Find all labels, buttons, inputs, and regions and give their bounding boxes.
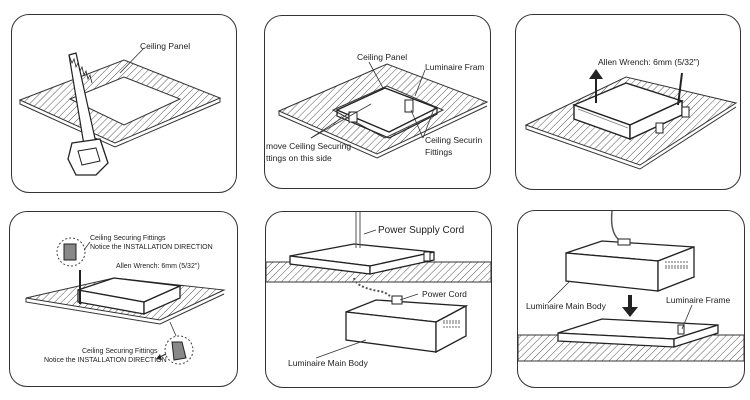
power-cord-label: Power Cord <box>422 289 467 299</box>
step-3-panel: Allen Wrench: 6mm (5/32") <box>515 14 741 190</box>
power-cord-icon <box>610 211 619 240</box>
direction-arrow-icon <box>156 354 162 360</box>
luminaire-frame-box <box>289 243 435 275</box>
securing-fittings-label-line1: Ceiling Securin <box>425 135 483 145</box>
ceiling-panel-label: Ceiling Panel <box>357 52 408 62</box>
bottom-fittings-label-line2: Notice the INSTALLATION DIRECTION <box>44 357 167 364</box>
ceiling-panel-label: Ceiling Panel <box>140 41 191 51</box>
luminaire-main-body-icon <box>565 238 695 292</box>
step-3-illustration <box>524 69 738 170</box>
step-1-illustration <box>18 47 222 176</box>
fitting-detail-circle <box>56 237 86 267</box>
step-4-panel: Ceiling Securing Fittings Notice the INS… <box>9 211 238 387</box>
allen-wrench-label: Allen Wrench: 6mm (5/32") <box>598 57 700 67</box>
securing-fitting-icon <box>677 324 685 335</box>
fitting-detail-circle <box>164 335 194 365</box>
securing-fitting-icon <box>404 99 414 113</box>
fitting-detail-icon <box>171 341 187 361</box>
step-5-illustration <box>266 212 491 359</box>
top-fittings-label-line2: Notice the INSTALLATION DIRECTION <box>90 244 213 251</box>
luminaire-frame-outline <box>335 87 439 139</box>
allen-wrench-icon <box>677 72 683 106</box>
luminaire-frame-box <box>77 277 183 316</box>
step-6-illustration <box>518 211 744 362</box>
power-supply-cord-label: Power Supply Cord <box>378 225 465 236</box>
luminaire-frame-box <box>572 82 684 141</box>
step-2-illustration <box>277 61 489 159</box>
securing-fitting-icon <box>655 122 664 134</box>
luminaire-frame-label: Luminaire Frame <box>666 295 731 305</box>
securing-fitting-icon <box>423 251 431 262</box>
step-1-panel: Ceiling Panel <box>11 14 237 193</box>
fitting-detail-icon <box>63 243 77 261</box>
step-4-illustration <box>25 237 226 365</box>
luminaire-frame-label: Luminaire Fram <box>425 62 485 72</box>
luminaire-main-body-label: Luminaire Main Body <box>526 301 606 311</box>
allen-wrench-label: Allen Wrench: 6mm (5/32") <box>116 263 200 270</box>
step-6-panel: Luminaire Main Body Luminaire Frame <box>517 210 745 388</box>
luminaire-main-body-icon <box>345 295 469 354</box>
up-arrow-head-icon <box>589 69 603 79</box>
securing-fittings-label-line2: Fittings <box>425 147 453 157</box>
remove-fittings-label-line1: move Ceiling Securing <box>266 141 352 151</box>
bottom-fittings-label-line1: Ceiling Securing Fittings <box>82 348 158 355</box>
top-fittings-label-line1: Ceiling Securing Fittings <box>90 235 166 242</box>
ceiling-panel-leader <box>119 47 145 74</box>
down-arrow-head-icon <box>622 307 638 317</box>
remove-fittings-label-line2: ttings on this side <box>266 153 332 163</box>
luminaire-main-body-label: Luminaire Main Body <box>288 358 368 368</box>
step-2-panel: Ceiling Panel Luminaire Fram move Ceilin… <box>264 15 491 189</box>
step-5-panel: Power Supply Cord Power Cord Luminaire M… <box>265 211 492 388</box>
power-supply-cord-icon <box>355 212 361 248</box>
securing-fitting-icon <box>348 111 358 123</box>
saw-icon <box>67 52 109 176</box>
securing-fitting-icon <box>681 106 690 118</box>
